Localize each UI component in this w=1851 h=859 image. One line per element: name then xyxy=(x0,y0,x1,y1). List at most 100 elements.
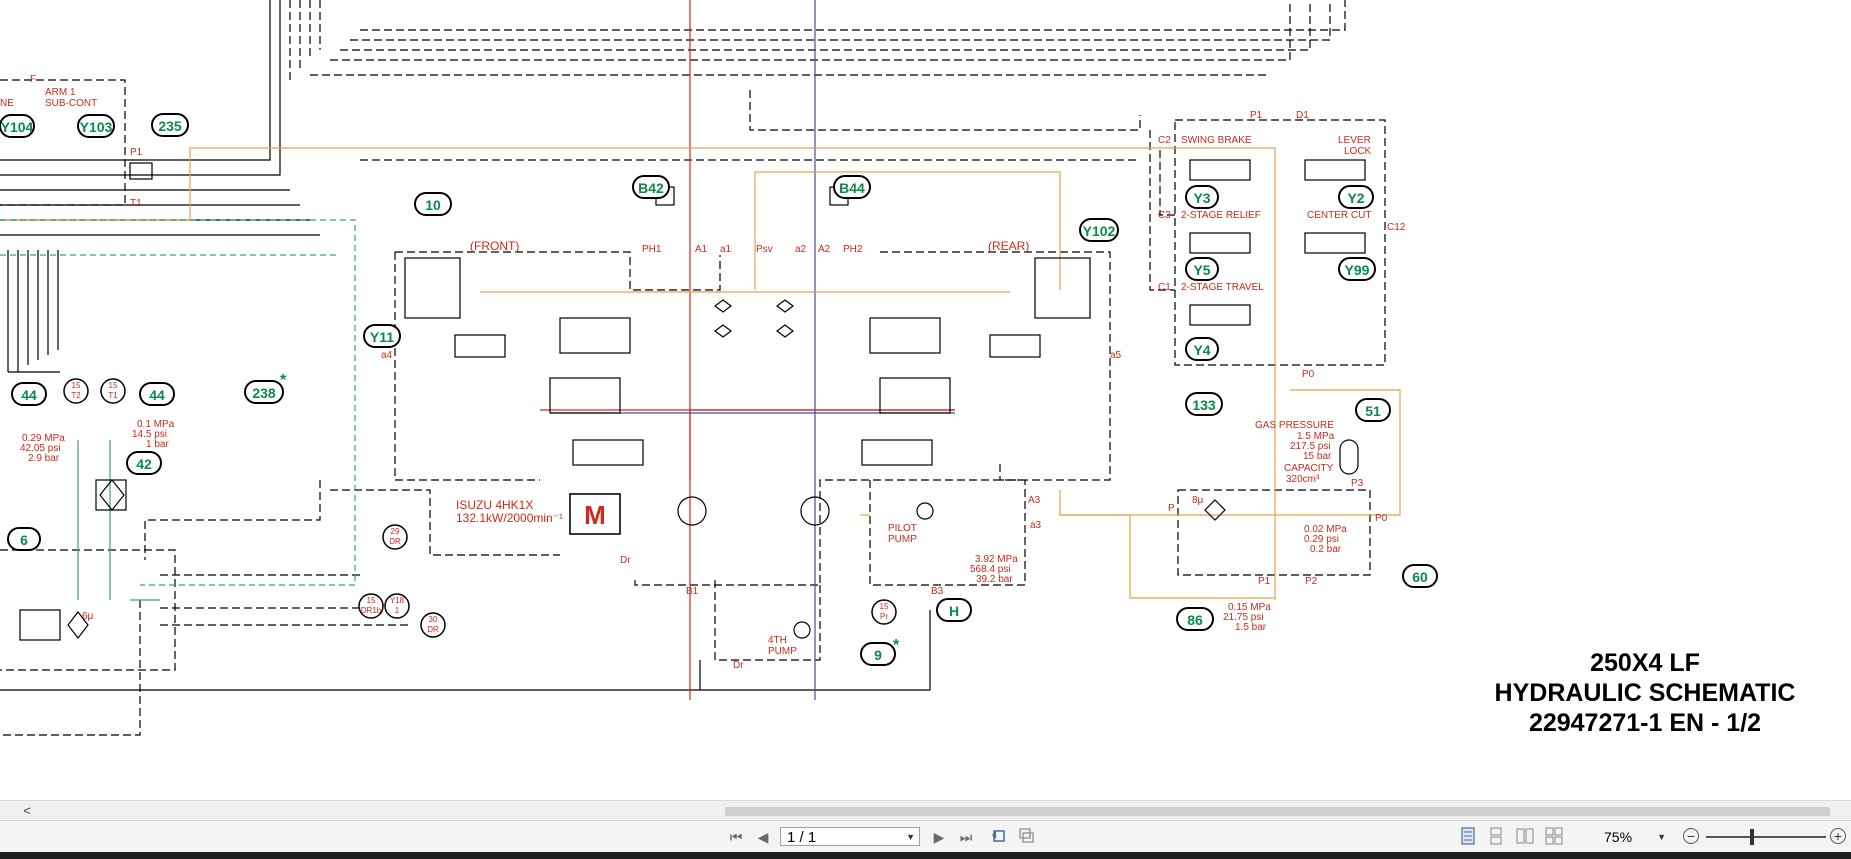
previous-page-button[interactable]: ◀ xyxy=(757,829,769,845)
scrollbar-thumb[interactable] xyxy=(725,807,1830,816)
label-2-stage-travel: 2-STAGE TRAVEL xyxy=(1181,282,1264,293)
label-accum-bar: 0.2 bar xyxy=(1310,544,1342,555)
small-tag-29-bot: DR xyxy=(389,537,401,546)
label-center-cut: CENTER CUT xyxy=(1307,210,1371,221)
drawing-title-name: HYDRAULIC SCHEMATIC xyxy=(1494,679,1796,707)
chevron-down-icon[interactable]: ▼ xyxy=(906,832,915,842)
label-accum-psi: 0.29 psi xyxy=(1304,534,1339,545)
small-tag-15-t1-bot: T1 xyxy=(108,391,118,400)
small-tag-30-bot: DR xyxy=(427,625,439,634)
label-gas-pressure: GAS PRESSURE xyxy=(1255,420,1334,431)
tag-y3: Y3 xyxy=(1193,190,1210,206)
label-swing-brake: SWING BRAKE xyxy=(1181,135,1252,146)
label-d1: D1 xyxy=(1296,110,1309,121)
label-p0-top: P0 xyxy=(1302,369,1315,380)
continuous-view-icon[interactable] xyxy=(1485,827,1507,847)
last-page-button[interactable]: ⏭ xyxy=(959,829,973,845)
tag-y4: Y4 xyxy=(1193,342,1210,358)
label-a1-small: a1 xyxy=(720,244,732,255)
document-viewport[interactable]: 10 44 44 42 6 238 235 Y104 Y103 Y11 B42 … xyxy=(0,0,1851,800)
tag-133: 133 xyxy=(1192,397,1216,413)
label-a1: A1 xyxy=(695,244,708,255)
label-ph1: PH1 xyxy=(642,244,662,255)
tag-9: 9 xyxy=(874,647,882,663)
label-8-micron: 8μ xyxy=(1192,495,1204,506)
tag-10: 10 xyxy=(425,197,441,213)
fit-page-icon[interactable] xyxy=(1015,827,1037,847)
label-pilot-pressure-mpa: 3.92 MPa xyxy=(975,554,1018,565)
small-tag-29-top: 29 xyxy=(391,527,400,536)
single-page-view-icon[interactable] xyxy=(1457,827,1479,847)
tag-60: 60 xyxy=(1412,569,1428,585)
two-page-continuous-icon[interactable] xyxy=(1543,827,1565,847)
tag-42: 42 xyxy=(136,456,152,472)
label-low-mpa: 0.15 MPa xyxy=(1228,602,1271,613)
two-page-view-icon[interactable] xyxy=(1514,827,1536,847)
label-2-stage-relief: 2-STAGE RELIEF xyxy=(1181,210,1261,221)
label-front: (FRONT) xyxy=(470,239,519,253)
window-bottom-edge xyxy=(0,852,1851,859)
label-psv: Psv xyxy=(756,244,773,255)
zoom-in-button[interactable]: + xyxy=(1830,828,1846,844)
label-engine-power: 132.1kW/2000min⁻¹ xyxy=(456,511,563,525)
label-ph2: PH2 xyxy=(843,244,863,255)
label-subcont: SUB-CONT xyxy=(45,98,97,109)
label-gas-bar: 15 bar xyxy=(1303,451,1332,462)
small-tag-15-pr-top: 15 xyxy=(880,602,889,611)
page-number-field[interactable]: 1 / 1 ▼ xyxy=(780,827,920,846)
viewer-toolbar: ⏮ ◀ 1 / 1 ▼ ▶ ⏭ 75% ▼ − + xyxy=(0,820,1851,853)
label-lv-psi: 42.05 psi xyxy=(20,443,61,454)
tag-y2: Y2 xyxy=(1347,190,1364,206)
label-a3-small: a3 xyxy=(1030,520,1042,531)
label-arm1: ARM 1 xyxy=(45,87,76,98)
tag-y11: Y11 xyxy=(370,329,394,345)
label-p1-right: P1 xyxy=(1250,110,1263,121)
label-pilot: PILOT xyxy=(888,523,917,534)
small-tag-y18-top: Y18 xyxy=(390,596,405,605)
zoom-level-value: 75% xyxy=(1604,829,1633,845)
label-c3: C3 xyxy=(1158,210,1171,221)
next-page-button[interactable]: ▶ xyxy=(933,829,945,845)
zoom-level-select[interactable]: 75% ▼ xyxy=(1598,827,1668,847)
rotate-page-icon[interactable] xyxy=(988,827,1010,847)
small-tag-30-top: 30 xyxy=(429,615,438,624)
label-lock: LOCK xyxy=(1344,146,1372,157)
label-c2: C2 xyxy=(1158,135,1171,146)
small-tag-15-t1-top: 15 xyxy=(109,381,118,390)
label-capacity: CAPACITY xyxy=(1284,463,1334,474)
zoom-out-button[interactable]: − xyxy=(1683,828,1699,844)
label-ne: NE xyxy=(0,98,14,109)
label-engine-model: ISUZU 4HK1X xyxy=(456,498,533,512)
label-lw-bar: 1 bar xyxy=(146,439,169,450)
zoom-slider-handle[interactable] xyxy=(1750,829,1754,845)
page-number-value: 1 / 1 xyxy=(787,829,817,846)
label-p2-bottom: P2 xyxy=(1305,576,1318,587)
label-a3: A3 xyxy=(1028,495,1041,506)
tag-51: 51 xyxy=(1365,403,1381,419)
tag-44-left: 44 xyxy=(21,387,37,403)
tag-y104: Y104 xyxy=(1,119,34,135)
zoom-slider[interactable] xyxy=(1706,836,1826,838)
tag-h: H xyxy=(949,603,959,619)
tag-b44: B44 xyxy=(839,180,865,196)
label-pilot-pressure-bar: 39.2 bar xyxy=(976,574,1013,585)
label-lv-bar: 2.9 bar xyxy=(28,453,60,464)
label-p: P xyxy=(1168,503,1175,514)
label-gas-mpa: 1.5 MPa xyxy=(1297,431,1335,442)
small-tag-15-top: 15 xyxy=(367,596,376,605)
drawing-title-number: 22947271-1 EN - 1/2 xyxy=(1528,709,1762,737)
tag-b42: B42 xyxy=(638,180,664,196)
tag-44-right: 44 xyxy=(149,387,165,403)
label-f: F xyxy=(30,74,36,85)
chevron-down-icon[interactable]: ▼ xyxy=(1657,832,1666,842)
first-page-button[interactable]: ⏮ xyxy=(729,829,743,845)
label-a2-small: a2 xyxy=(795,244,807,255)
label-low-bar: 1.5 bar xyxy=(1235,622,1267,633)
label-pilot-pressure-psi: 568.4 psi xyxy=(970,564,1011,575)
label-gas-psi: 217.5 psi xyxy=(1290,441,1331,452)
tag-86: 86 xyxy=(1187,612,1203,628)
scroll-left-arrow[interactable]: < xyxy=(23,803,31,818)
horizontal-scrollbar[interactable]: < xyxy=(0,800,1851,820)
label-lw-mpa: 0.1 MPa xyxy=(137,419,175,430)
label-c1: C1 xyxy=(1158,282,1171,293)
